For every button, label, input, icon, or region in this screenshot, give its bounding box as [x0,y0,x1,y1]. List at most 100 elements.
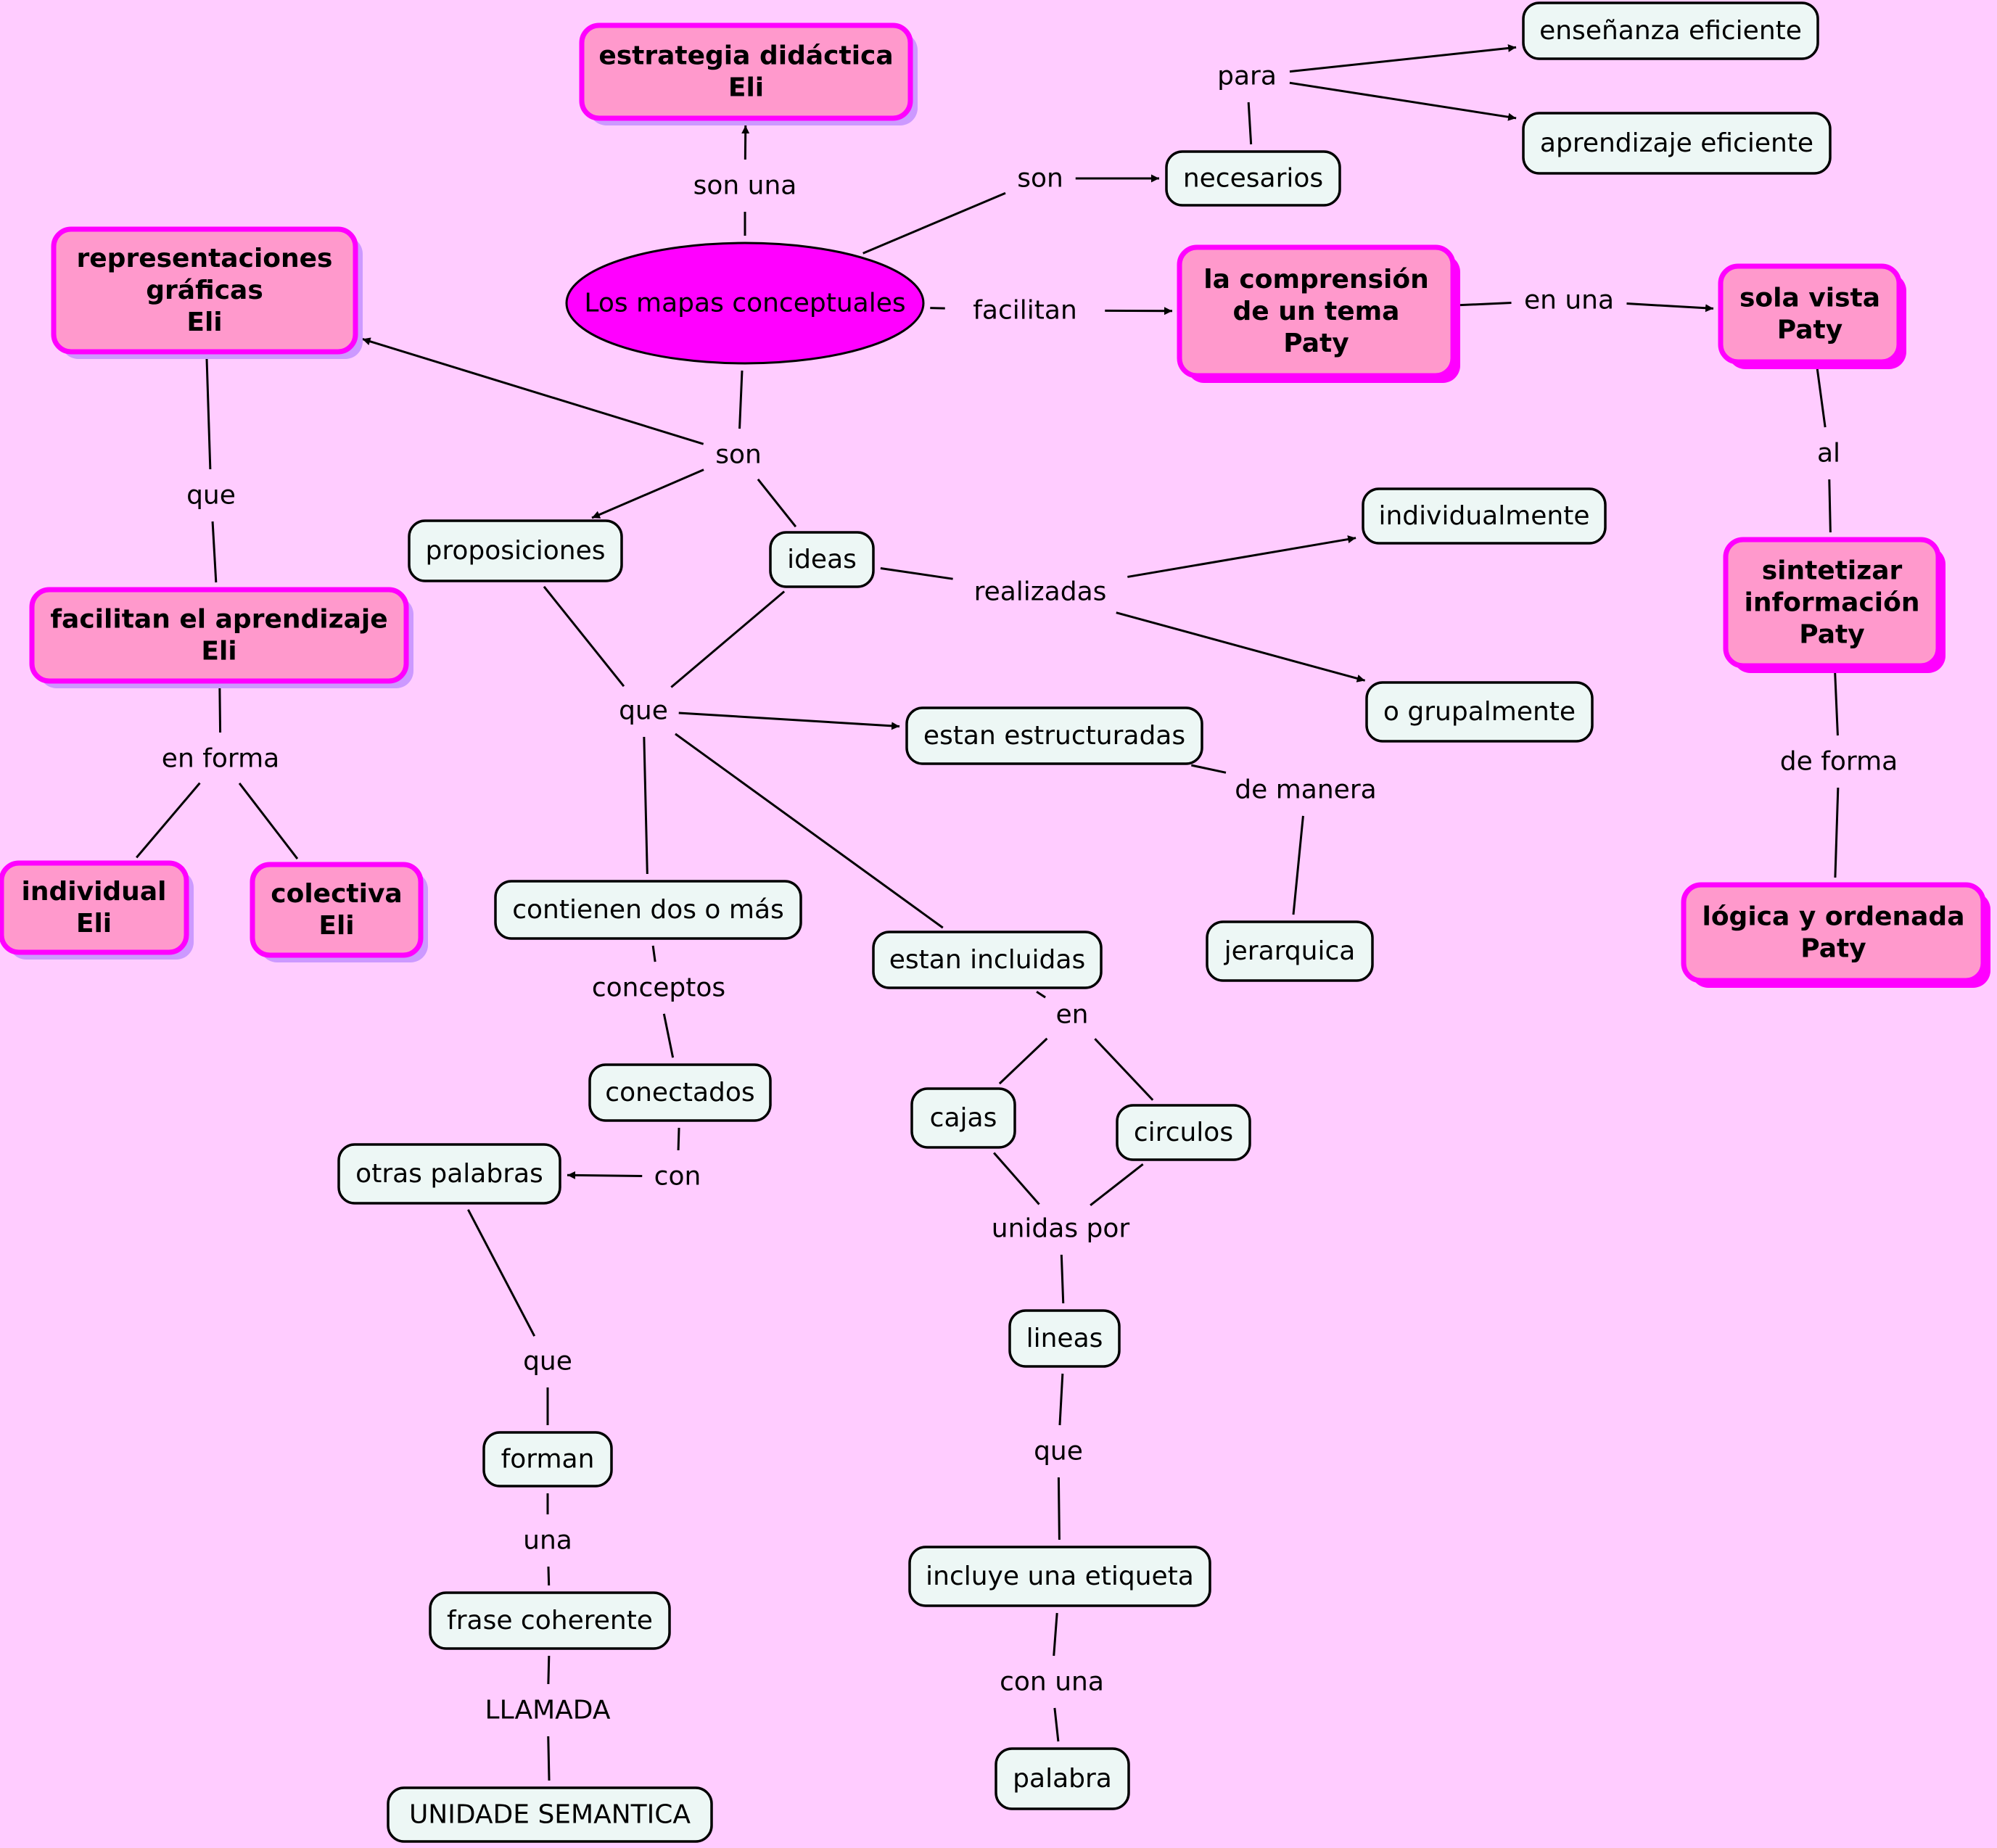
concept-node-ideas[interactable]: ideas [769,531,875,588]
concept-label-line: circulos [1134,1118,1233,1147]
linking-phrase-label: conceptos [592,973,725,1003]
linking-phrase-l_son_una[interactable]: son una [693,171,797,201]
concept-label-line: jerarquica [1224,936,1356,966]
connection-line-l_con-to-otras_palabras [567,1171,643,1179]
concept-node-palabra[interactable]: palabra [995,1747,1130,1810]
concept-node-estructuradas[interactable]: estan estructuradas [905,706,1203,765]
concept-box-shape [1718,263,1902,365]
concept-box-shape [1206,920,1374,982]
linking-phrase-label: que [186,481,236,511]
concept-box-shape [1522,1,1819,60]
concept-node-cajas[interactable]: cajas [910,1087,1016,1149]
linking-phrase-l_en_una[interactable]: en una [1524,286,1614,315]
root-concept-node[interactable]: Los mapas conceptuales [565,242,925,365]
connection-line-l_realizadas-to-individualmente [1127,535,1356,578]
concept-label-line: estrategia didáctica [598,41,893,71]
linking-phrase-l_de_manera[interactable]: de manera [1235,775,1376,805]
linking-phrase-l_que_incluye[interactable]: que [1034,1437,1083,1467]
linking-phrase-l_son_nec[interactable]: son [1017,164,1063,194]
concept-box-shape [910,1087,1016,1149]
concept-node-ensenanza[interactable]: enseñanza eficiente [1522,1,1819,60]
linking-phrase-l_llamada[interactable]: LLAMADA [485,1696,611,1725]
concept-box-shape [1723,537,1941,669]
linking-phrase-label: que [619,696,668,726]
concept-label-line: enseñanza eficiente [1539,16,1802,46]
concept-label-line: Eli [186,308,222,337]
concept-label-line: representaciones [77,244,333,273]
linking-phrase-l_que_forman[interactable]: que [523,1347,572,1377]
concept-label-line: Paty [1800,934,1866,964]
concept-node-incluidas[interactable]: estan incluidas [872,931,1103,989]
connection-line-sola_vista-to-l_al [1816,368,1827,428]
linking-phrase-l_en_forma[interactable]: en forma [162,744,279,774]
concept-node-forman[interactable]: forman [482,1431,613,1488]
concept-node-contienen[interactable]: contienen dos o más [494,880,802,940]
linking-phrase-l_que_rep[interactable]: que [186,481,236,511]
concept-node-jerarquica[interactable]: jerarquica [1206,920,1374,982]
linking-phrase-l_realizadas[interactable]: realizadas [974,577,1107,607]
linking-phrase-l_unidas_por[interactable]: unidas por [992,1214,1130,1244]
connection-line-l_llamada-to-unidade [547,1736,551,1781]
concept-node-aprendizaje_ef[interactable]: aprendizaje eficiente [1522,112,1832,175]
concept-node-incluye[interactable]: incluye una etiqueta [908,1546,1211,1607]
concept-node-otras_palabras[interactable]: otras palabras [337,1143,561,1205]
concept-label-line: facilitan el aprendizaje [50,605,387,635]
linking-phrase-l_de_forma[interactable]: de forma [1780,747,1898,777]
concept-label-line: otras palabras [355,1159,543,1189]
concept-label-line: individualmente [1378,501,1589,531]
concept-box-shape [408,519,623,582]
concept-label-line: Paty [1799,620,1864,650]
linking-phrase-l_facilitan[interactable]: facilitan [973,296,1077,326]
concept-node-proposiciones[interactable]: proposiciones [408,519,623,582]
concept-node-circulos[interactable]: circulos [1116,1104,1251,1161]
concept-node-frase[interactable]: frase coherente [429,1591,671,1650]
concept-node-unidade[interactable]: UNIDADE SEMANTICA [387,1786,713,1843]
concept-box-shape [1165,150,1341,207]
concept-label-line: la comprensión [1203,265,1428,294]
concept-node-necesarios[interactable]: necesarios [1165,150,1341,207]
concept-label-line: cajas [930,1103,997,1133]
concept-label-line: información [1745,588,1920,618]
linking-phrase-label: en forma [162,744,279,774]
linking-phrase-label: con [654,1162,701,1192]
concept-box-shape [995,1747,1130,1810]
linking-phrase-label: LLAMADA [485,1696,611,1725]
connection-line-facilitan_aprendizaje-to-l_en_forma [218,688,222,733]
connection-line-l_que_mid-to-incluidas [675,733,944,929]
concept-node-conectados[interactable]: conectados [588,1063,772,1122]
connection-line-sintetizar-to-l_de_forma [1834,672,1839,736]
concept-box-shape [51,226,358,355]
concept-box-shape [29,587,409,684]
linking-phrase-l_al[interactable]: al [1817,439,1840,469]
concept-label-line: sola vista [1739,284,1880,313]
concept-box-shape [1522,112,1832,175]
concept-label-line: colectiva [271,879,402,909]
concept-box-shape [494,880,802,940]
linking-phrase-l_con_una[interactable]: con una [1000,1667,1104,1697]
connection-line-root-to-l_son [738,370,744,429]
linking-phrase-l_conceptos[interactable]: conceptos [592,973,725,1003]
connection-line-l_que_rep-to-facilitan_aprendizaje [211,521,218,583]
linking-phrase-l_una[interactable]: una [523,1526,572,1556]
linking-phrase-l_son[interactable]: son [715,440,762,470]
concept-box-shape [1008,1309,1121,1368]
linking-phrase-l_para[interactable]: para [1217,62,1277,91]
linking-phrase-l_que_mid[interactable]: que [619,696,668,726]
concept-node-lineas[interactable]: lineas [1008,1309,1121,1368]
concept-node-grupalmente[interactable]: o grupalmente [1365,681,1594,743]
connection-line-l_en-to-cajas [998,1037,1048,1085]
linking-phrase-l_en[interactable]: en [1056,1000,1089,1030]
concept-label-line: estan incluidas [889,945,1085,975]
concept-node-individualmente[interactable]: individualmente [1362,487,1607,545]
linking-phrase-l_con[interactable]: con [654,1162,701,1192]
